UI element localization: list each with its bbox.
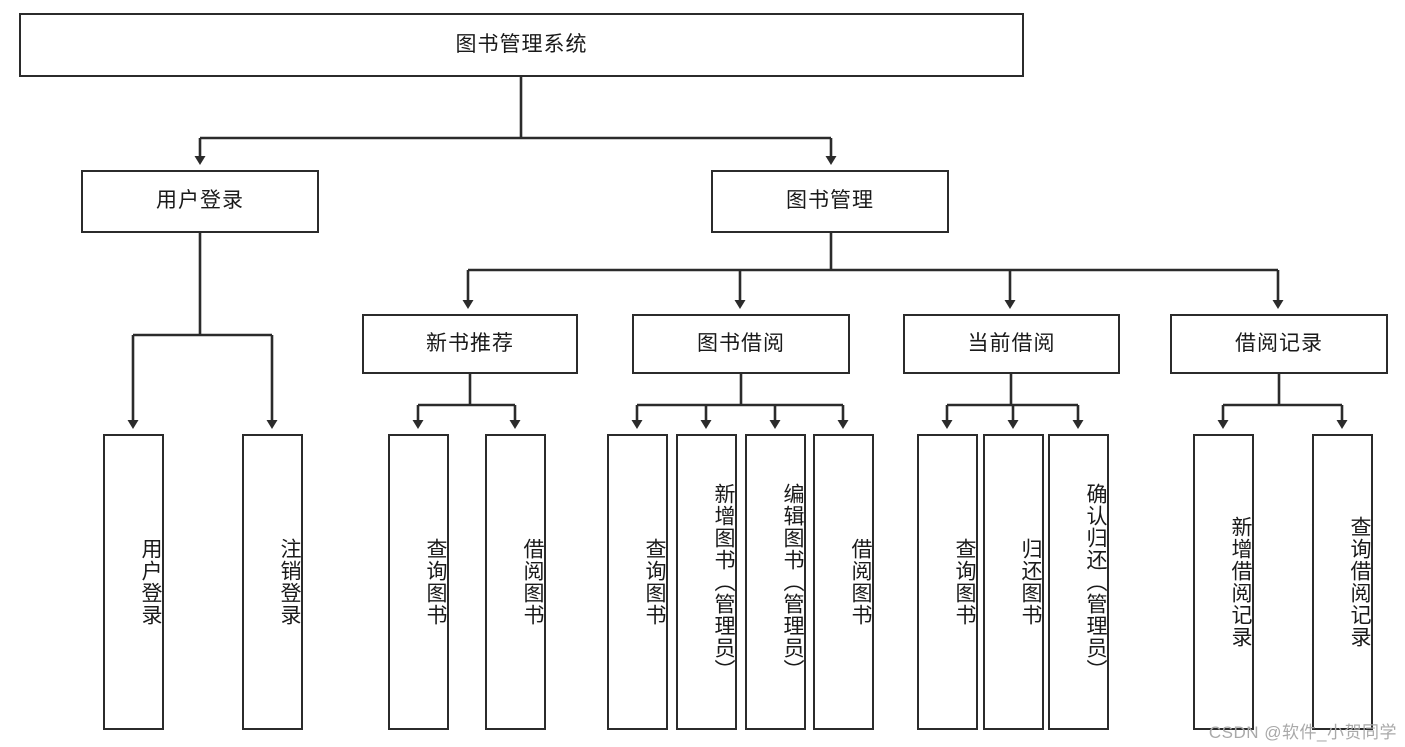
leaf-query-book-borrow[interactable]: 查询图书 bbox=[607, 434, 668, 730]
node-borrow-record[interactable]: 借阅记录 bbox=[1170, 314, 1388, 374]
node-label: 查询借阅记录 bbox=[1348, 516, 1371, 648]
leaf-edit-book-admin[interactable]: 编辑图书（管理员） bbox=[745, 434, 806, 730]
leaf-user-login[interactable]: 用户登录 bbox=[103, 434, 164, 730]
node-label: 图书管理 bbox=[786, 189, 874, 213]
node-label: 新书推荐 bbox=[426, 331, 514, 355]
leaf-add-borrow-record[interactable]: 新增借阅记录 bbox=[1193, 434, 1254, 730]
leaf-query-book-current[interactable]: 查询图书 bbox=[917, 434, 978, 730]
node-label: 用户登录 bbox=[139, 538, 162, 626]
node-label: 查询图书 bbox=[953, 538, 976, 626]
node-root[interactable]: 图书管理系统 bbox=[19, 13, 1024, 77]
node-label: 新增借阅记录 bbox=[1229, 516, 1252, 648]
leaf-user-logout[interactable]: 注销登录 bbox=[242, 434, 303, 730]
node-book-borrow[interactable]: 图书借阅 bbox=[632, 314, 850, 374]
node-new-book-recommend[interactable]: 新书推荐 bbox=[362, 314, 578, 374]
node-user-login[interactable]: 用户登录 bbox=[81, 170, 319, 233]
leaf-return-book[interactable]: 归还图书 bbox=[983, 434, 1044, 730]
node-label: 注销登录 bbox=[278, 538, 301, 626]
node-label: 查询图书 bbox=[643, 538, 666, 626]
node-label: 借阅记录 bbox=[1235, 331, 1323, 355]
leaf-confirm-return-admin[interactable]: 确认归还（管理员） bbox=[1048, 434, 1109, 730]
watermark: CSDN @软件_小贺同学 bbox=[1208, 723, 1397, 742]
node-label: 查询图书 bbox=[424, 538, 447, 626]
node-label: 图书借阅 bbox=[697, 331, 785, 355]
node-label: 借阅图书 bbox=[849, 538, 872, 626]
node-label: 新增图书（管理员） bbox=[712, 483, 735, 681]
node-label: 借阅图书 bbox=[521, 538, 544, 626]
leaf-borrow-book-recommend[interactable]: 借阅图书 bbox=[485, 434, 546, 730]
node-current-borrow[interactable]: 当前借阅 bbox=[903, 314, 1120, 374]
leaf-query-borrow-record[interactable]: 查询借阅记录 bbox=[1312, 434, 1373, 730]
node-book-management[interactable]: 图书管理 bbox=[711, 170, 949, 233]
node-label: 用户登录 bbox=[156, 189, 244, 213]
node-label: 归还图书 bbox=[1019, 538, 1042, 626]
node-label: 编辑图书（管理员） bbox=[781, 483, 804, 681]
node-label: 当前借阅 bbox=[967, 331, 1056, 355]
leaf-query-book-recommend[interactable]: 查询图书 bbox=[388, 434, 449, 730]
node-label: 图书管理系统 bbox=[455, 32, 588, 56]
node-label: 确认归还（管理员） bbox=[1084, 483, 1107, 681]
leaf-add-book-admin[interactable]: 新增图书（管理员） bbox=[676, 434, 737, 730]
leaf-borrow-book[interactable]: 借阅图书 bbox=[813, 434, 874, 730]
